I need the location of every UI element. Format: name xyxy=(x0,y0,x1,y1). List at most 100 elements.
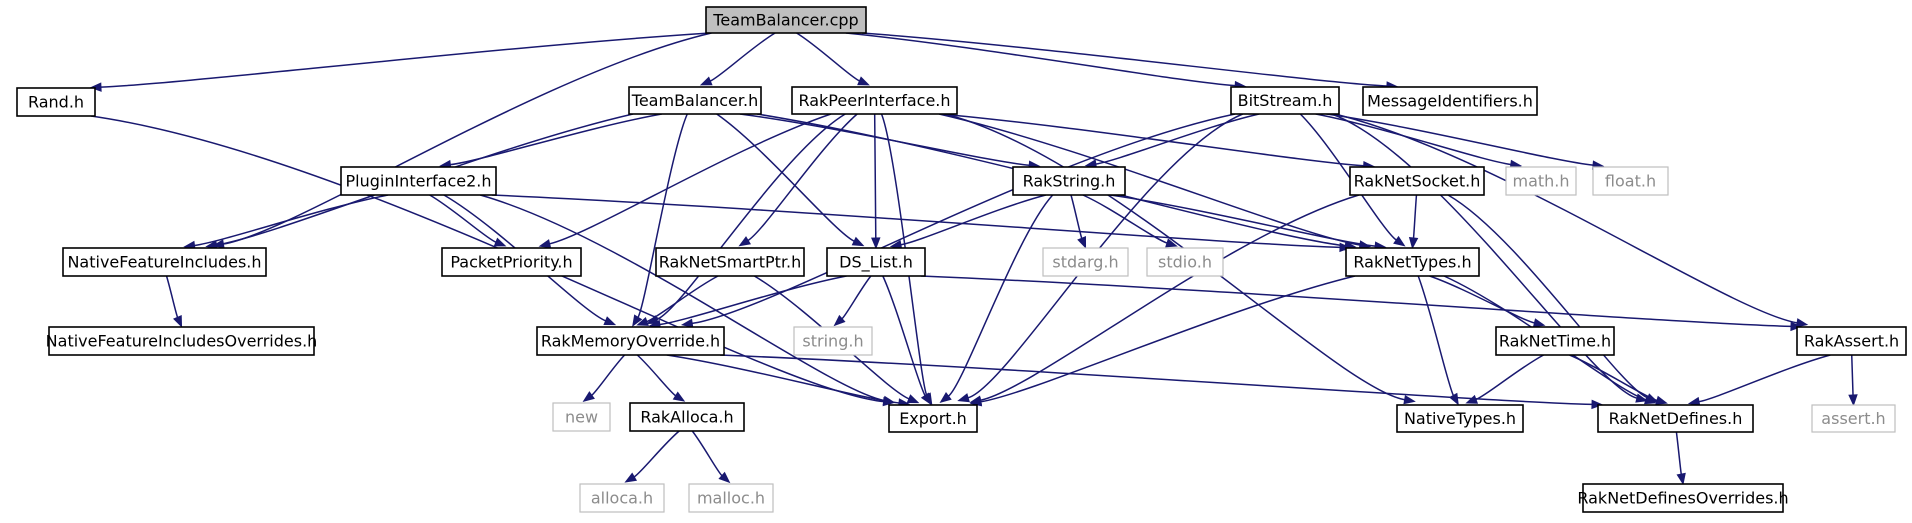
arrowhead xyxy=(1532,318,1546,328)
edge-line xyxy=(656,113,846,321)
arrowhead xyxy=(738,236,751,247)
node-label: RakString.h xyxy=(1023,172,1116,191)
node-raknettypes-h[interactable]: RakNetTypes.h xyxy=(1345,247,1480,277)
node-box xyxy=(579,483,665,513)
edge-teambalancer-h-to-plugininterface2-h xyxy=(439,113,662,170)
node-label: malloc.h xyxy=(697,489,765,508)
edge-rakalloca-h-to-malloc-h xyxy=(691,430,731,484)
edge-raknettypes-h-to-raknettime-h xyxy=(1429,275,1546,328)
arrowhead xyxy=(851,236,865,247)
node-box xyxy=(1396,404,1524,433)
edge-teambalancer-cpp-to-teambalancer-h xyxy=(699,32,776,86)
node-box xyxy=(48,326,315,356)
arrowhead xyxy=(871,237,881,250)
node-box xyxy=(629,402,745,432)
node-ds-list-h[interactable]: DS_List.h xyxy=(826,247,926,277)
node-label: RakNetDefinesOverrides.h xyxy=(1577,489,1788,508)
node-raknetdefinesoverrides-h[interactable]: RakNetDefinesOverrides.h xyxy=(1577,483,1789,513)
node-raknetsmartptr-h[interactable]: RakNetSmartPtr.h xyxy=(655,247,805,277)
node-plugininterface2-h[interactable]: PluginInterface2.h xyxy=(340,166,497,196)
edge-teambalancer-cpp-to-rakpeerinterface-h xyxy=(796,32,870,86)
edge-line xyxy=(1095,113,1260,165)
edge-rakstring-h-to-stdarg-h xyxy=(1070,194,1087,249)
edge-line xyxy=(591,354,626,396)
edge-line xyxy=(223,32,712,245)
arrowhead xyxy=(173,314,183,328)
node-rakassert-h[interactable]: RakAssert.h xyxy=(1796,326,1907,356)
node-box xyxy=(1146,247,1224,277)
edge-line xyxy=(429,194,497,243)
node-raknetdefines-h[interactable]: RakNetDefines.h xyxy=(1597,404,1754,433)
edge-teambalancer-h-to-ds-list-h xyxy=(716,113,865,247)
node-box xyxy=(1796,326,1907,356)
edge-line xyxy=(716,113,855,242)
arrowhead xyxy=(957,393,970,403)
node-nativefeatureincludesoverrides-h[interactable]: NativeFeatureIncludesOverrides.h xyxy=(46,326,318,356)
node-rakalloca-h[interactable]: RakAlloca.h xyxy=(629,402,745,432)
node-rand-h[interactable]: Rand.h xyxy=(16,87,96,117)
node-label: RakAlloca.h xyxy=(640,408,733,427)
edge-line xyxy=(900,194,1047,246)
edge-line xyxy=(1315,113,1511,166)
edge-line xyxy=(939,113,1364,167)
edge-line xyxy=(1110,194,1376,247)
node-teambalancer-h[interactable]: TeamBalancer.h xyxy=(628,86,762,115)
edge-line xyxy=(841,275,872,320)
node-new: new xyxy=(552,402,611,432)
arrowhead xyxy=(538,239,552,249)
node-label: alloca.h xyxy=(591,489,653,508)
edge-line xyxy=(947,194,1054,397)
edge-line xyxy=(1082,194,1168,244)
node-label: BitStream.h xyxy=(1238,91,1333,110)
node-label: NativeFeatureIncludesOverrides.h xyxy=(46,332,318,351)
edge-ds-list-h-to-string-h xyxy=(833,275,872,327)
edge-rakmemoryoverride-h-to-rakalloca-h xyxy=(636,354,686,402)
node-label: stdio.h xyxy=(1158,253,1212,272)
node-box xyxy=(62,247,267,277)
node-bitstream-h[interactable]: BitStream.h xyxy=(1230,86,1340,115)
node-label: stdarg.h xyxy=(1052,253,1118,272)
node-teambalancer-cpp[interactable]: TeamBalancer.cpp xyxy=(705,6,867,34)
edge-rakalloca-h-to-alloca-h xyxy=(624,430,680,483)
edge-line xyxy=(165,275,179,318)
node-messageidentifiers-h[interactable]: MessageIdentifiers.h xyxy=(1362,86,1538,116)
arrowhead xyxy=(699,76,713,86)
edge-rakpeerinterface-h-to-ds-list-h xyxy=(871,113,881,250)
node-box xyxy=(826,247,926,277)
edge-line xyxy=(1070,194,1083,239)
edge-line xyxy=(646,275,719,323)
node-box xyxy=(705,6,867,34)
arrowhead xyxy=(1848,394,1858,407)
node-box xyxy=(793,326,873,356)
edge-teambalancer-h-to-rakmemoryoverride-h xyxy=(632,113,688,327)
edge-line xyxy=(637,113,688,318)
node-label: DS_List.h xyxy=(839,253,913,273)
edge-line xyxy=(636,354,677,397)
arrowhead xyxy=(1403,394,1416,405)
edge-plugininterface2-h-to-packetpriority-h xyxy=(429,194,507,247)
node-nativefeatureincludes-h[interactable]: NativeFeatureIncludes.h xyxy=(62,247,267,277)
node-box xyxy=(1362,86,1538,116)
node-label: PluginInterface2.h xyxy=(345,172,491,191)
node-nativetypes-h[interactable]: NativeTypes.h xyxy=(1396,404,1524,433)
node-rakmemoryoverride-h[interactable]: RakMemoryOverride.h xyxy=(536,326,725,356)
node-label: RakPeerInterface.h xyxy=(798,91,950,110)
edge-bitstream-h-to-rakmemoryoverride-h xyxy=(680,113,1236,329)
edge-ds-list-h-to-rakmemoryoverride-h xyxy=(648,275,847,330)
node-packetpriority-h[interactable]: PacketPriority.h xyxy=(441,247,582,277)
edge-raknetsocket-h-to-raknettypes-h xyxy=(1408,194,1419,250)
arrowhead xyxy=(1795,318,1809,328)
node-label: RakNetDefines.h xyxy=(1609,409,1743,428)
edge-rakassert-h-to-assert-h xyxy=(1848,354,1858,407)
node-rakstring-h[interactable]: RakString.h xyxy=(1012,166,1126,196)
edge-raknetdefines-h-to-raknetdefinesoverrides-h xyxy=(1675,431,1686,486)
node-label: Export.h xyxy=(899,409,967,428)
node-raknettime-h[interactable]: RakNetTime.h xyxy=(1495,326,1615,356)
node-label: RakNetTypes.h xyxy=(1353,253,1471,272)
node-raknetsocket-h[interactable]: RakNetSocket.h xyxy=(1349,166,1485,196)
node-rakpeerinterface-h[interactable]: RakPeerInterface.h xyxy=(791,86,958,115)
edge-line xyxy=(100,32,711,88)
node-export-h[interactable]: Export.h xyxy=(888,404,978,433)
edge-line xyxy=(796,32,860,82)
